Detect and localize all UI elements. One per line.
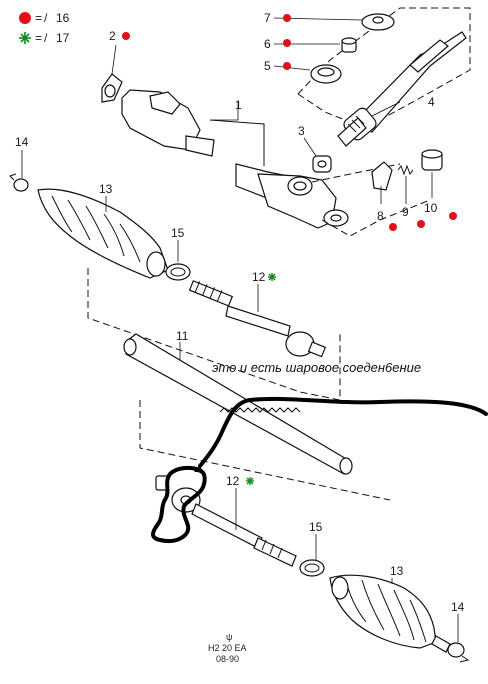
tie-rod-part-12-upper [188,280,327,358]
drawing-code: ψ H2 20 EA 08-90 [208,632,247,664]
callout-14-upper: 14 [15,135,29,149]
callout-14-lower: 14 [451,600,465,614]
callout-10: 10 [424,201,438,215]
tierod-frame-upper [87,268,341,401]
callout-8: 8 [377,209,384,223]
bush-part-3 [312,155,332,173]
callout-12-upper: 12 [252,270,266,284]
legend-ref-16: 16 [56,11,70,25]
legend-equals-2: = [35,31,42,45]
seal-part-5 [310,64,342,84]
boot-part-13-upper [37,188,169,279]
pinion-guide-line [297,7,471,129]
tie-rod-part-12-lower [155,475,297,567]
red-dot-icon [283,14,291,22]
callout-11: 11 [176,329,189,343]
footer-symbol: ψ [226,632,232,642]
callout-4: 4 [428,95,435,109]
red-dot-icon [449,212,457,220]
svg-text:=: = [35,11,42,25]
callout-1: 1 [235,98,242,112]
adjuster-guide-line [311,163,401,183]
legend-ref-17: 17 [56,31,70,45]
red-dot-icon [122,32,130,40]
red-dot-icon [283,39,291,47]
green-star-icon [246,477,254,485]
leader-lines [21,17,459,642]
clip-part-15-lower [299,559,325,577]
callout-7: 7 [264,11,271,25]
spring-part-9 [397,164,414,176]
red-dot-icon [19,12,31,24]
legend-strike-1: / [44,11,48,25]
callout-5: 5 [264,59,271,73]
red-dot-icon [283,62,291,70]
green-star-icon [268,273,276,281]
rack-housing-part-1 [101,73,349,229]
callouts: 2 1 3 4 5 6 7 8 9 10 14 13 15 12 11 12 1… [15,11,465,614]
washer-part-7 [361,13,395,31]
clamp-part-2 [101,73,123,103]
callout-12-lower: 12 [226,474,240,488]
bushing-part-6 [341,37,357,53]
red-dot-icon [417,220,425,228]
pinion-assembly [297,7,471,173]
red-dot-icon [389,223,397,231]
hand-drawn-circle [151,465,207,543]
legend-equals-1: = [35,11,42,25]
callout-13-lower: 13 [390,564,404,578]
adjuster-plug-part-10 [421,149,443,171]
green-star-icon [19,32,31,44]
clamp-part-14-left [9,173,29,192]
legend: = / 16 = / 17 [19,11,70,45]
pinion-shaft-part-4 [337,31,467,147]
callout-3: 3 [298,124,305,138]
callout-15-upper: 15 [171,226,185,240]
legend-strike-2: / [44,31,48,45]
callout-13-upper: 13 [99,182,113,196]
yoke-part-8 [371,161,393,191]
callout-6: 6 [264,37,271,51]
clip-part-15-upper [165,263,191,281]
callout-15-lower: 15 [309,520,323,534]
footer-code: H2 20 EA [208,643,247,653]
hand-drawn-pointer-line [198,396,488,468]
callout-9: 9 [402,205,409,219]
rack-frame [139,400,391,501]
ball-joint-annotation: это и есть шаровое соеден6ение [212,360,421,375]
boot-part-13-lower [329,574,437,649]
footer-date: 08-90 [216,654,239,664]
clamp-part-14-right [431,635,470,663]
callout-2: 2 [109,29,116,43]
